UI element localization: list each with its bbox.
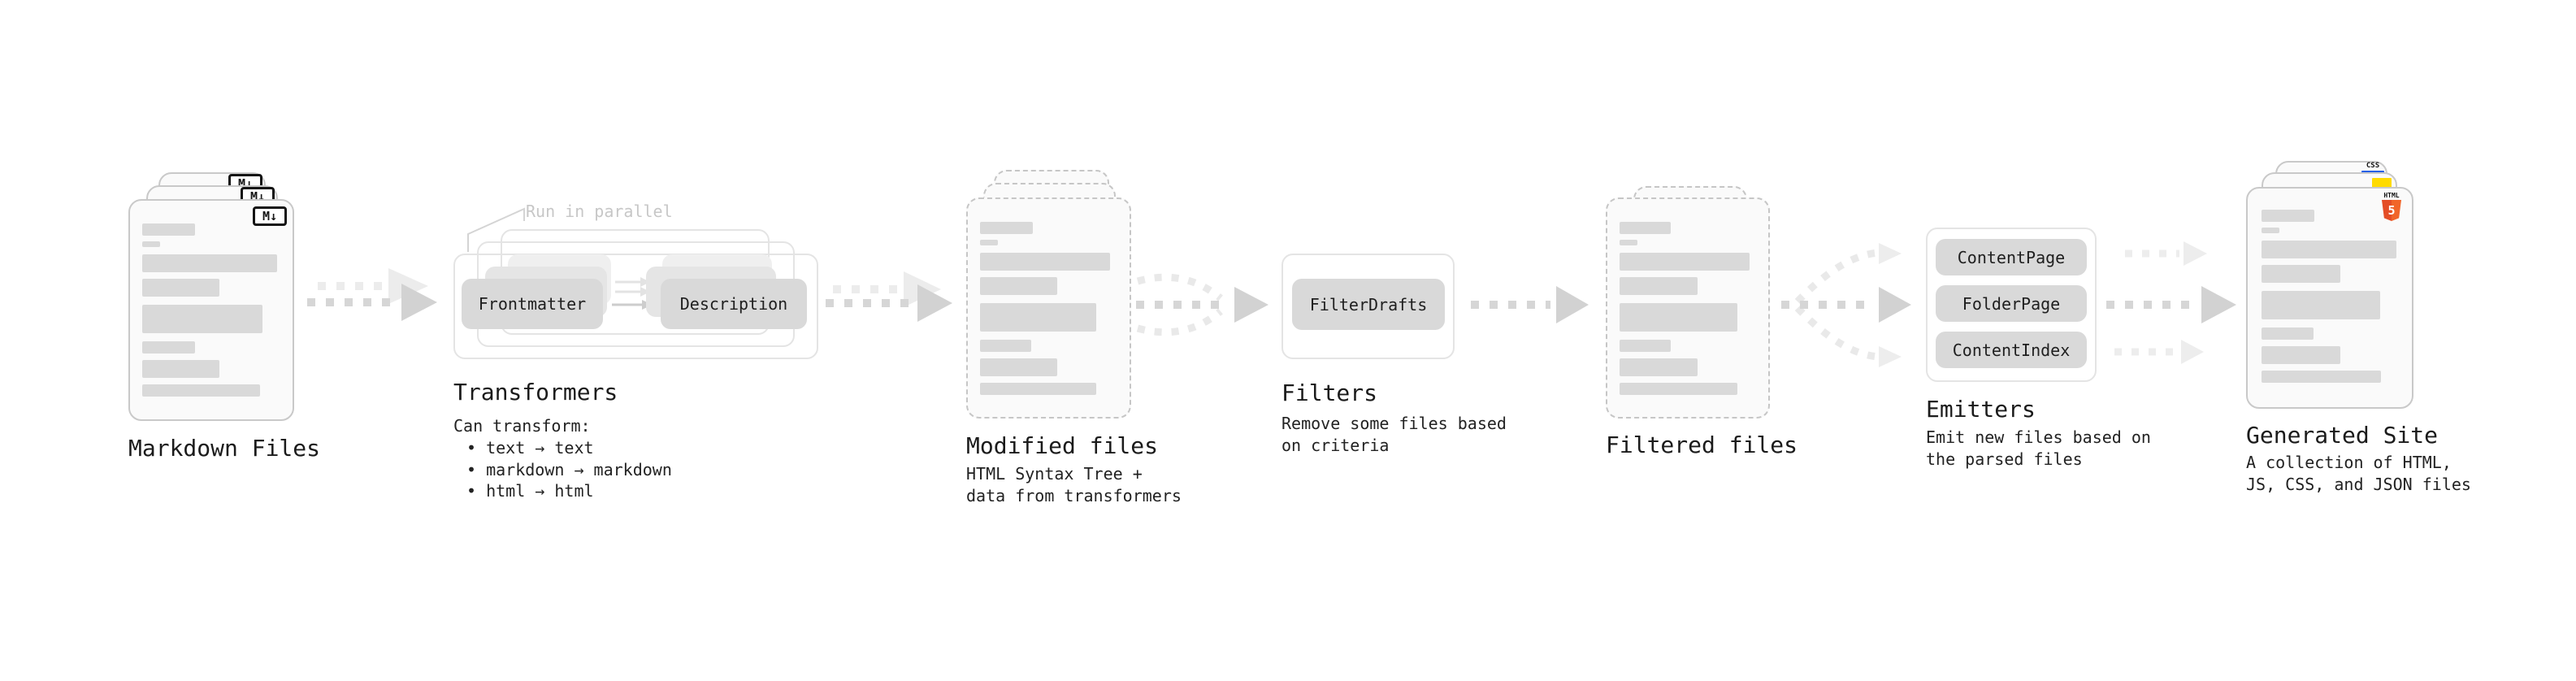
- parallel-mini-arrows-icon: [612, 277, 653, 310]
- arrow-emitters-to-generated: [2106, 241, 2236, 364]
- arrow-filters-to-filtered: [1471, 286, 1589, 323]
- arrow-transformers-to-modified: [826, 271, 952, 322]
- arrow-modified-to-filters-merge: [1136, 273, 1268, 336]
- arrow-markdown-to-transformers: [307, 268, 437, 321]
- arrow-filtered-to-emitters-fanout: [1781, 243, 1911, 367]
- run-in-parallel-callout-line: [467, 207, 525, 252]
